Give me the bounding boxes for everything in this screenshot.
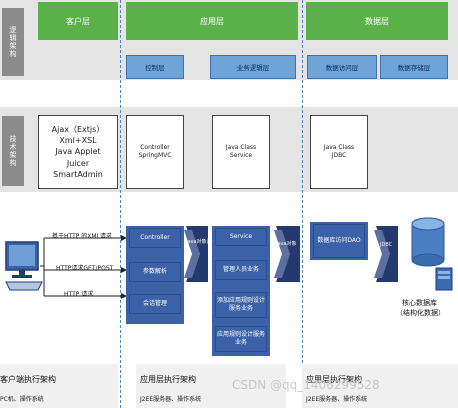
java-call-label-1: Java对象调用: [186, 239, 217, 245]
app-runtime-panel: [136, 364, 286, 408]
controller-tech-box: Controller SpringMVC: [126, 115, 184, 189]
separator-client-app: [120, 0, 121, 408]
java-call-connector-2: [274, 226, 300, 282]
row-label-logical: 逻辑架构: [2, 8, 24, 76]
add-rule-business-box: 添加应用规则设计服务业务: [215, 292, 267, 318]
service-tech-box: Java Class Service: [212, 115, 270, 189]
jdbc-label: JDBC: [380, 242, 393, 248]
app-runtime-title: 应用层执行架构: [140, 375, 196, 384]
request-http-label: HTTP 请求: [64, 291, 94, 298]
database-icon: [411, 217, 453, 291]
client-tech-box: Ajax（Extjs） Xml+XSL Java Applet Juicer S…: [38, 115, 118, 189]
application-layer-header: 应用层: [126, 2, 298, 40]
data-storage-layer-box: 数据存储层: [380, 55, 448, 79]
jdbc-tech-box: Java Class JDBC: [310, 115, 368, 189]
client-layer-header: 客户层: [38, 2, 118, 40]
data-runtime-sub: J2EE服务器、操作系统: [306, 396, 368, 403]
personnel-business-box: 管理人员业务: [215, 260, 267, 280]
jdbc-connector: [374, 226, 398, 282]
row-label-technical: 技术架构: [2, 116, 24, 186]
dao-box: 数据库访问DAO: [313, 224, 365, 258]
data-layer-header: 数据层: [306, 2, 448, 40]
csdn-watermark: CSDN @qq_1406299528: [232, 378, 380, 392]
java-call-connector-1: [184, 226, 208, 282]
app-design-business-box: 应用规则设计服务业务: [215, 326, 267, 352]
app-runtime-sub: J2EE服务器、操作系统: [140, 396, 202, 403]
computer-icon: [5, 241, 43, 291]
request-get-post-label: HTTP请求GET/POST: [56, 265, 114, 272]
client-runtime-title: 客户端执行架构: [0, 375, 56, 384]
db-caption-1: 核心数据库: [402, 299, 437, 307]
client-runtime-panel: [0, 364, 118, 408]
request-xml-label: 基于HTTP 的XML请求: [52, 233, 112, 240]
data-runtime-panel: [302, 364, 458, 408]
data-access-layer-box: 数据访问层: [307, 55, 377, 79]
controller-box: Controller: [129, 228, 181, 248]
separator-app-data: [302, 0, 303, 408]
param-parse-box: 参数解析: [129, 262, 181, 282]
client-runtime-sub: PC机、操作系统: [0, 396, 44, 403]
java-call-label-2: Java对象: [276, 241, 297, 247]
business-logic-layer-box: 业务逻辑层: [210, 55, 296, 79]
service-box: Service: [215, 228, 267, 246]
db-caption-2: （结构化数据）: [396, 309, 445, 317]
control-layer-box: 控制层: [126, 55, 184, 79]
session-box: 会话管理: [129, 294, 181, 314]
data-runtime-title: 应用层执行架构: [306, 375, 362, 384]
